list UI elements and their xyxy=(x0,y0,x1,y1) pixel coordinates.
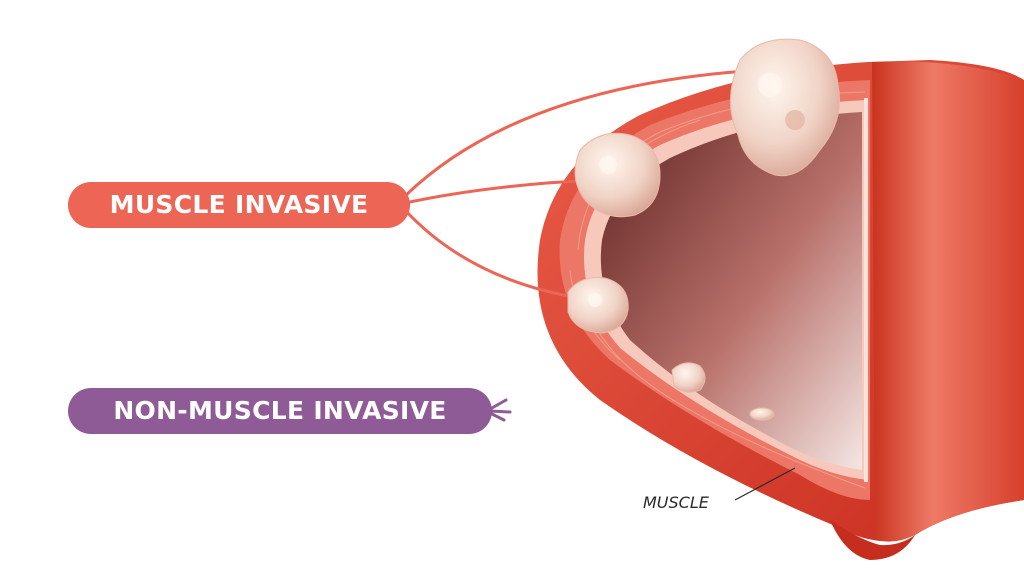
muscle-pointer-line xyxy=(734,467,796,501)
bladder-right-wall xyxy=(872,61,1024,542)
muscle-invasive-label: MUSCLE INVASIVE xyxy=(68,182,410,228)
muscle-invasive-connectors xyxy=(403,68,762,300)
non-muscle-invasive-label: NON-MUSCLE INVASIVE xyxy=(68,388,492,434)
bladder-neck xyxy=(830,520,915,560)
muscle-layer-label: MUSCLE xyxy=(643,493,709,512)
tumor-large-top xyxy=(729,38,841,177)
bladder-lumen xyxy=(600,112,862,470)
tumor-lower-left xyxy=(567,277,629,334)
tumor-small-low xyxy=(749,407,775,421)
tumor-small-mid xyxy=(671,362,706,393)
non-muscle-invasive-connector xyxy=(488,398,512,422)
tumor-upper-left xyxy=(574,132,661,218)
